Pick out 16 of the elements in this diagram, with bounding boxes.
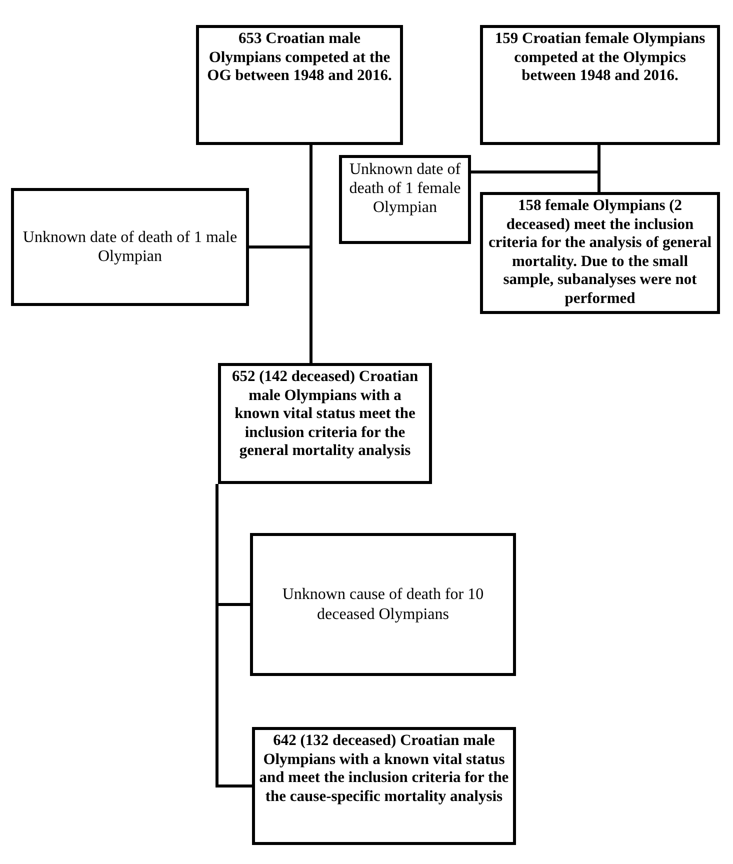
box-text: 158 female Olympians (2 deceased) meet the inclusion criteria for the analysis of general mortality. Due to the small sample, subanalyses were not performed [487,197,713,309]
process-box [11,188,249,306]
box-text: Unknown cause of death for 10 deceased Olympians [281,585,485,624]
box-text: 159 Croatian female Olympians competed at the Olympics between 1948 and 2016. [494,30,706,86]
process-box [339,155,471,244]
process-box [218,363,432,484]
connector-line [216,484,252,788]
box-text: 653 Croatian male Olympians competed at the OG between 1948 and 2016. [206,30,393,86]
box-text: 652 (142 deceased) Croatian male Olympians with a known vital status meet the inclusion criteria for the general mortality analysis [230,368,420,461]
process-box [480,25,720,145]
box-text: Unknown date of death of 1 male Olympian [22,228,238,266]
process-box [250,533,516,676]
box-text: 642 (132 deceased) Croatian male Olympians with a known vital status and meet the inclusion criteria for the the cause-specific mortality analysis [259,732,509,806]
process-box [252,727,516,845]
process-box [196,25,403,145]
box-text: Unknown date of death of 1 female Olympian [348,160,462,218]
